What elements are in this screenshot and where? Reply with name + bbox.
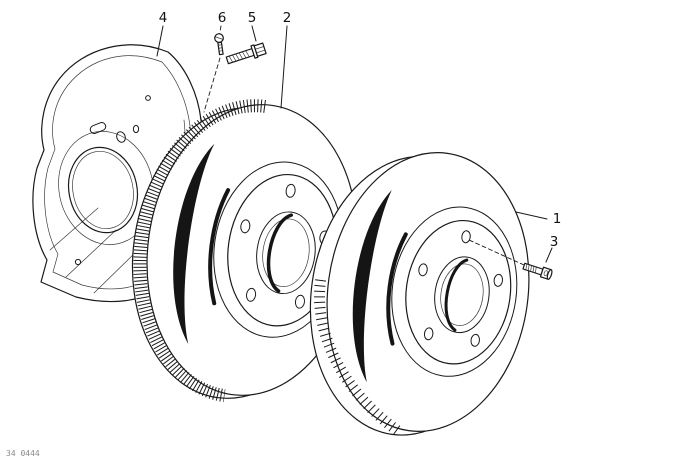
disc1-bolt-hole bbox=[461, 230, 471, 244]
shield-center-hole bbox=[67, 146, 139, 234]
brake-disc-ventilated bbox=[131, 99, 358, 403]
disc1-bolt-hole bbox=[423, 327, 434, 341]
leader-lines bbox=[156, 25, 553, 266]
leader-3-dashed bbox=[468, 239, 525, 266]
shield-hole bbox=[132, 124, 140, 134]
collar-screw bbox=[225, 42, 267, 65]
callout-1: 1 bbox=[553, 211, 562, 227]
disc2-bolt-hole bbox=[285, 183, 296, 198]
shield-hole bbox=[74, 258, 82, 266]
disc1-bolt-hole bbox=[418, 263, 428, 277]
shield-hub-ring bbox=[58, 131, 154, 245]
hex-socket-bolt bbox=[522, 262, 553, 280]
disc1-hat-ring bbox=[391, 206, 518, 377]
shield-slot bbox=[89, 122, 107, 134]
leader-2 bbox=[280, 25, 288, 109]
callout-5: 5 bbox=[248, 10, 257, 26]
leader-3 bbox=[545, 247, 553, 263]
shield-hole bbox=[145, 95, 151, 101]
shield-hole bbox=[116, 131, 126, 143]
small-screw bbox=[214, 33, 224, 56]
leader-4 bbox=[156, 25, 164, 57]
callout-6: 6 bbox=[218, 10, 227, 26]
disc1-bolt-hole bbox=[470, 333, 480, 347]
callout-3: 3 bbox=[550, 234, 559, 250]
brake-disc bbox=[309, 152, 530, 438]
disc2-bolt-hole bbox=[294, 294, 306, 309]
disc1-bolt-hole bbox=[493, 273, 504, 287]
callout-2: 2 bbox=[283, 10, 292, 26]
diagram-code: 34 0444 bbox=[6, 449, 40, 458]
disc2-vent-hatching bbox=[133, 99, 267, 403]
leader-6 bbox=[203, 25, 222, 113]
disc2-bolt-hole bbox=[240, 219, 251, 234]
disc2-bolt-hole bbox=[246, 287, 257, 302]
disc2-center-bore bbox=[256, 211, 316, 295]
leader-5 bbox=[251, 25, 257, 42]
disc1-shading bbox=[352, 189, 392, 383]
disc1-hub-face bbox=[405, 219, 512, 365]
disc1-center-bore bbox=[434, 256, 490, 334]
leader-1 bbox=[515, 211, 548, 220]
callout-4: 4 bbox=[159, 10, 168, 26]
disc2-shading bbox=[173, 143, 215, 345]
